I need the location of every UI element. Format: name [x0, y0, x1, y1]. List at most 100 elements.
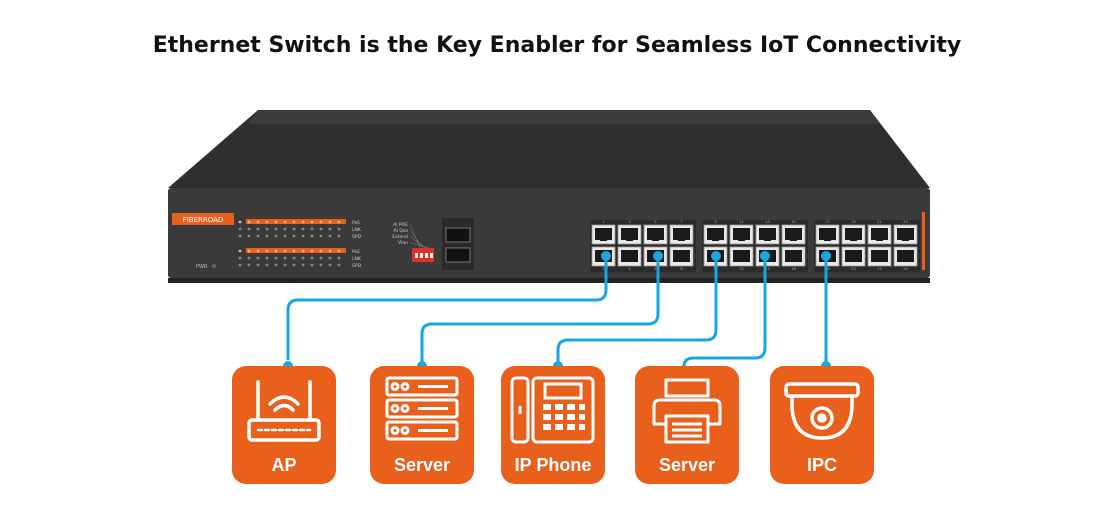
status-led: [274, 220, 278, 224]
status-led: [274, 256, 278, 260]
status-led: [301, 263, 305, 267]
rj45-port-key: [764, 250, 771, 253]
port-number: 23: [903, 220, 907, 224]
status-led: [328, 227, 332, 231]
status-led: [328, 249, 332, 253]
connector-ap: [286, 256, 608, 360]
status-led: [283, 227, 287, 231]
dip-toggle-1[interactable]: [415, 253, 418, 258]
rj45-port-key: [712, 238, 719, 241]
led-row-label: SPD: [352, 263, 362, 269]
dip-label-leader: [409, 230, 424, 249]
rj45-port-socket: [673, 250, 690, 262]
dip-switch-label: Vlan: [398, 240, 408, 246]
port-number: 19: [851, 220, 855, 224]
rj45-port-key: [738, 250, 745, 253]
port-number: 12: [739, 267, 743, 271]
rj45-port-socket: [759, 228, 776, 240]
status-led: [328, 220, 332, 224]
status-led: [301, 249, 305, 253]
port-number: 9: [714, 220, 716, 224]
status-led: [292, 256, 296, 260]
rj45-port-key: [600, 250, 607, 253]
status-led: [238, 227, 242, 231]
status-led: [247, 220, 251, 224]
rj45-port-socket: [845, 228, 862, 240]
status-led: [283, 234, 287, 238]
status-led: [292, 220, 296, 224]
dome-camera-icon: [784, 382, 860, 440]
rj45-port-key: [902, 238, 909, 241]
status-led: [265, 227, 269, 231]
led-row-label: PoE: [352, 249, 360, 255]
rj45-port-socket: [707, 228, 724, 240]
sfp-port-2[interactable]: [445, 247, 471, 263]
status-led: [256, 249, 260, 253]
status-led: [274, 263, 278, 267]
status-led: [256, 220, 260, 224]
ip-phone-keypad: [543, 404, 585, 430]
dip-toggle-2[interactable]: [420, 253, 423, 258]
port-number: 17: [825, 220, 829, 224]
status-led: [238, 249, 242, 253]
rj45-port-socket: [621, 228, 638, 240]
rj45-port-key: [790, 238, 797, 241]
dip-label-leader: [409, 242, 430, 249]
rj45-port-socket: [897, 228, 914, 240]
status-led: [256, 227, 260, 231]
page-title: Ethernet Switch is the Key Enabler for S…: [152, 33, 962, 58]
status-led: [265, 256, 269, 260]
connector-server-2: [682, 256, 767, 368]
pwr-label: PWR: [196, 264, 208, 270]
rj45-port-socket: [595, 228, 612, 240]
port-number: 3: [628, 220, 630, 224]
port-number: 5: [654, 220, 656, 224]
status-led: [301, 227, 305, 231]
rj45-port-socket: [733, 228, 750, 240]
status-led: [337, 256, 341, 260]
status-led: [274, 227, 278, 231]
status-led: [337, 227, 341, 231]
brand-label: FIBERROAD: [183, 216, 224, 224]
status-led: [238, 256, 242, 260]
status-led: [256, 234, 260, 238]
dip-toggle-3[interactable]: [425, 253, 428, 258]
status-led: [238, 263, 242, 267]
device-tiles: AP Server: [232, 366, 874, 484]
led-row-label: LNK: [352, 227, 362, 233]
status-led: [337, 249, 341, 253]
port-number: 8: [680, 267, 682, 271]
status-led: [256, 263, 260, 267]
port-number: 6: [654, 267, 656, 271]
port-number: 15: [791, 220, 795, 224]
rj45-port-socket: [871, 228, 888, 240]
status-led: [319, 249, 323, 253]
port-number: 7: [680, 220, 682, 224]
status-led: [319, 220, 323, 224]
status-led: [265, 220, 269, 224]
status-led: [256, 256, 260, 260]
rj45-port-socket: [621, 250, 638, 262]
dip-switch-label: AI Qos: [394, 228, 409, 234]
switch-top-panel: [168, 110, 930, 188]
port-number: 11: [739, 220, 743, 224]
rj45-port-key: [626, 250, 633, 253]
status-led: [247, 249, 251, 253]
status-led: [238, 220, 242, 224]
status-led: [292, 263, 296, 267]
wifi-router-icon: [247, 380, 321, 442]
rj45-port-socket: [733, 250, 750, 262]
device-tile-server-2: Server: [635, 366, 739, 484]
dip-label-leader: [409, 236, 427, 249]
rj45-port-key: [850, 250, 857, 253]
status-led: [301, 256, 305, 260]
sfp-port-1[interactable]: [445, 227, 471, 243]
rj45-port-key: [850, 238, 857, 241]
status-led: [292, 234, 296, 238]
device-label: Server: [394, 455, 450, 475]
port-number: 24: [903, 267, 908, 271]
status-led: [247, 227, 251, 231]
dip-toggle-4[interactable]: [430, 253, 433, 258]
